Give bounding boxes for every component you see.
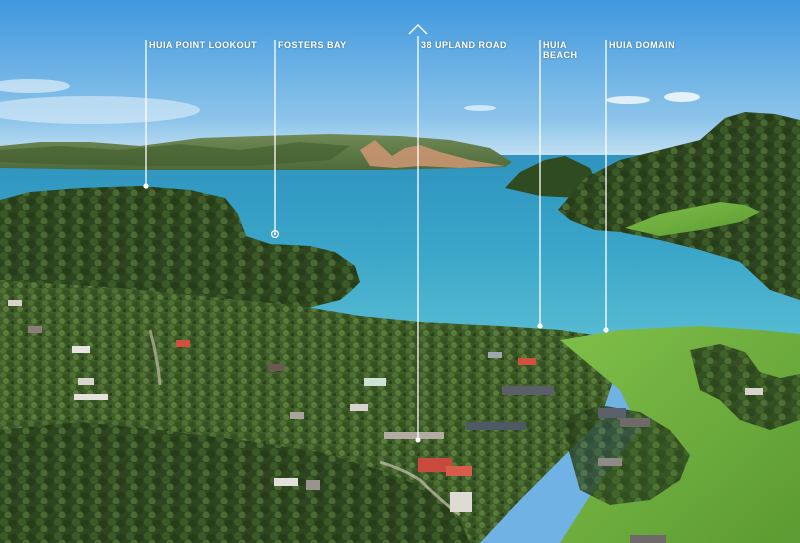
pin-dot-icon xyxy=(603,327,609,333)
right-pasture xyxy=(625,202,760,236)
cloud xyxy=(0,96,200,124)
house-roof-icon xyxy=(408,24,428,35)
far-ridge-shadow xyxy=(0,142,350,166)
pin-ring-icon xyxy=(270,229,280,239)
sea-cliffs xyxy=(360,140,505,168)
cloud xyxy=(464,105,496,111)
cloud xyxy=(664,92,700,102)
cloud xyxy=(0,79,70,93)
label-fosters-bay: FOSTERS BAY xyxy=(278,40,347,50)
pin-dot-icon xyxy=(415,437,421,443)
label-huia-domain: HUIA DOMAIN xyxy=(609,40,676,50)
foreground-tree-belt xyxy=(0,422,470,543)
road xyxy=(379,460,461,517)
right-hills xyxy=(558,112,800,300)
houses xyxy=(8,300,763,543)
label-38-upland-road: 38 UPLAND ROAD xyxy=(421,40,508,50)
cloud xyxy=(606,96,650,104)
road xyxy=(148,329,162,386)
pasture-tree-cluster xyxy=(690,344,800,430)
pasture-hedge xyxy=(560,405,690,505)
pin-dot-icon xyxy=(537,323,543,329)
annotation-lines xyxy=(143,24,609,443)
label-huia-beach: HUIA BEACH xyxy=(543,40,578,60)
right-point xyxy=(505,156,600,198)
pin-dot-icon xyxy=(143,183,149,189)
label-huia-point-lookout: HUIA POINT LOOKOUT xyxy=(149,40,258,50)
